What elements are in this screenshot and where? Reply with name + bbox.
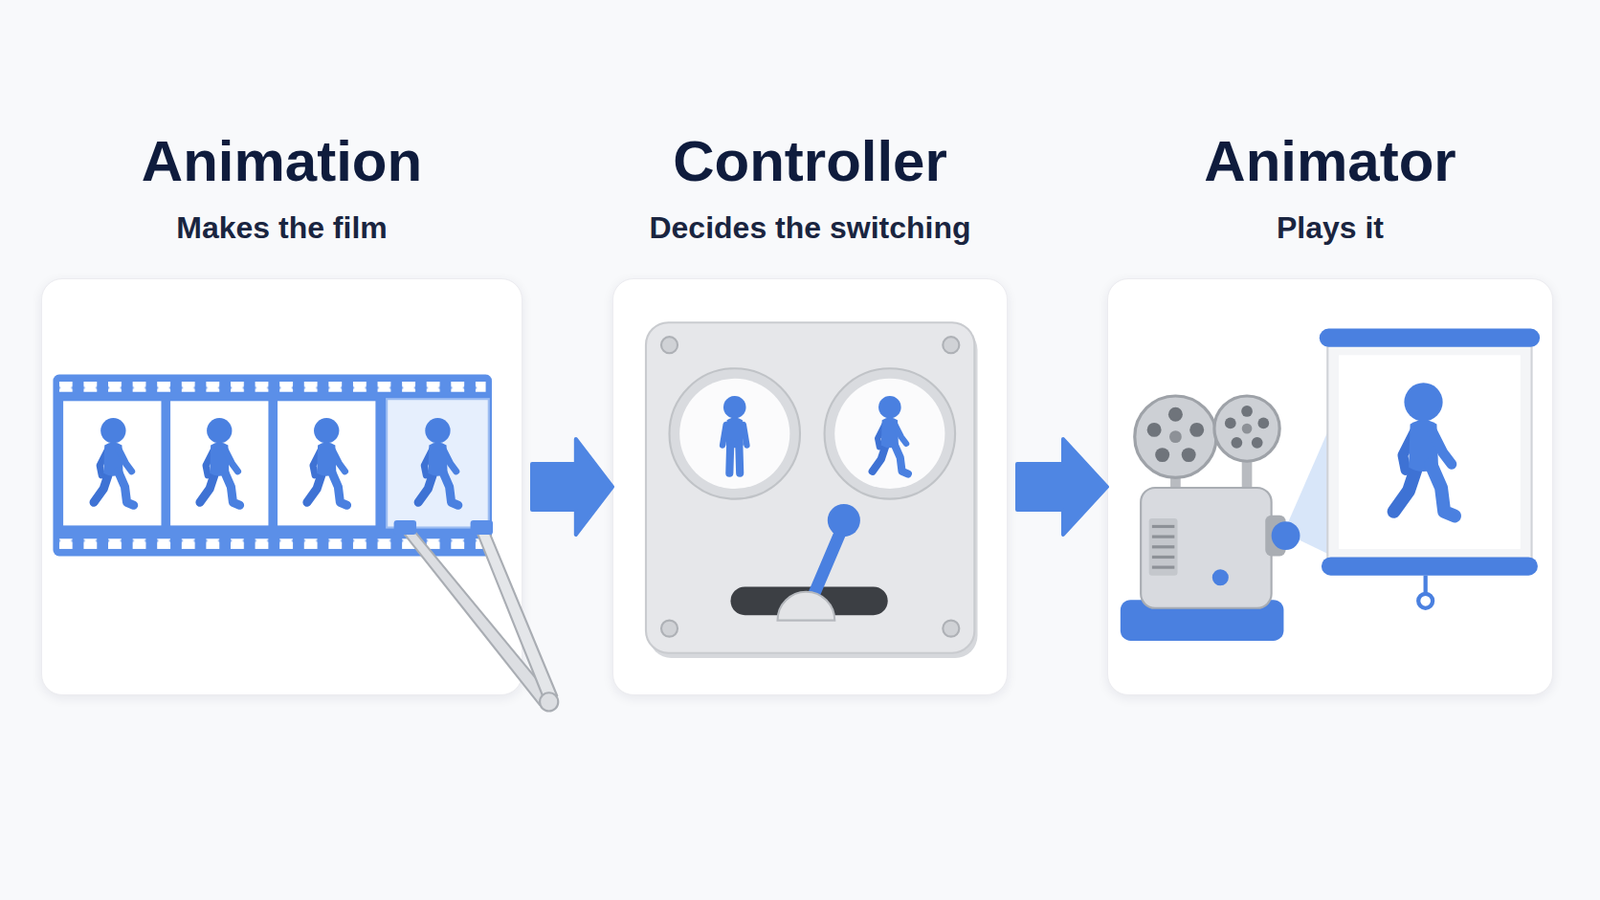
panel-subtitle: Decides the switching bbox=[648, 208, 971, 247]
film-strip bbox=[52, 375, 492, 557]
frame-figure bbox=[93, 418, 134, 506]
projected-figure bbox=[1394, 382, 1455, 516]
projection-screen bbox=[1327, 345, 1532, 560]
stage-panel: AnimatorPlays it bbox=[1107, 278, 1554, 696]
lever-stick bbox=[808, 526, 844, 608]
screw bbox=[942, 621, 959, 638]
reel-hole bbox=[1241, 405, 1253, 418]
reel-hole bbox=[1231, 437, 1244, 449]
projector-knob bbox=[1212, 569, 1229, 586]
reel-hub bbox=[1242, 423, 1253, 435]
flow-arrow bbox=[532, 439, 613, 535]
tweezer-end bbox=[539, 692, 558, 712]
film-frame bbox=[277, 400, 376, 526]
panel-title: Animator bbox=[1203, 128, 1456, 196]
switch-plate bbox=[645, 322, 978, 659]
panel-title: Controller bbox=[648, 128, 971, 196]
tweezer-arm bbox=[475, 529, 557, 705]
screw bbox=[661, 621, 678, 638]
frame-figure bbox=[200, 418, 241, 506]
panel-header: AnimationMakes the film bbox=[141, 128, 423, 247]
film-frame bbox=[170, 400, 268, 526]
screen-bottom-bar bbox=[1321, 556, 1538, 576]
projector-body bbox=[1140, 488, 1271, 609]
reel-hole bbox=[1257, 418, 1269, 430]
metal-plate bbox=[645, 322, 975, 653]
reel-hole bbox=[1189, 422, 1204, 438]
projector-scene bbox=[1120, 329, 1540, 642]
screen-pull-cord bbox=[1423, 576, 1428, 595]
light-beam bbox=[1283, 406, 1339, 560]
reel-hole bbox=[1155, 447, 1170, 463]
reel-hole bbox=[1168, 407, 1183, 423]
tweezer-tip bbox=[470, 520, 493, 535]
film-reel bbox=[1214, 396, 1280, 462]
screen-surface bbox=[1338, 355, 1521, 550]
flow-arrow bbox=[1017, 439, 1108, 535]
state-window bbox=[679, 378, 790, 489]
walk-figure bbox=[872, 396, 909, 475]
film-reel bbox=[1134, 396, 1217, 478]
frame-figure bbox=[307, 418, 348, 506]
tweezers bbox=[394, 520, 559, 712]
vent-line bbox=[1152, 566, 1175, 570]
vent-line bbox=[1152, 555, 1175, 559]
panel-header: AnimatorPlays it bbox=[1203, 128, 1456, 247]
sprocket-row bbox=[59, 538, 487, 550]
screw bbox=[661, 336, 678, 354]
reel-hub bbox=[1169, 430, 1182, 444]
reel-hole bbox=[1224, 418, 1237, 430]
plate-shadow bbox=[648, 328, 978, 659]
film-base bbox=[52, 375, 492, 557]
state-window bbox=[834, 378, 945, 489]
projector-lens bbox=[1271, 521, 1301, 551]
lever-slot bbox=[730, 586, 888, 616]
panel-title: Animation bbox=[141, 128, 423, 196]
tweezer-arm bbox=[400, 529, 553, 706]
reel-hole bbox=[1147, 422, 1162, 438]
stage-panel: ControllerDecides the switching bbox=[612, 278, 1008, 696]
screen-pull-ring bbox=[1418, 594, 1433, 609]
screen-top-bar bbox=[1319, 329, 1540, 348]
film-frame bbox=[63, 400, 161, 526]
tweezer-tip bbox=[394, 520, 417, 535]
panel-header: ControllerDecides the switching bbox=[648, 128, 971, 247]
panel-subtitle: Plays it bbox=[1203, 208, 1456, 247]
reel-hole bbox=[1181, 447, 1197, 463]
idle-figure bbox=[722, 396, 747, 474]
lever-knob bbox=[827, 504, 861, 537]
vent-line bbox=[1152, 545, 1175, 549]
stage-panel: AnimationMakes the film bbox=[41, 278, 523, 696]
projector-vent bbox=[1149, 518, 1178, 577]
state-window-ring bbox=[824, 368, 956, 499]
state-window-ring bbox=[669, 368, 800, 499]
sprocket-row bbox=[59, 381, 487, 393]
projector-base bbox=[1120, 600, 1285, 642]
projector-lens-housing bbox=[1265, 515, 1286, 557]
film-frame-selected bbox=[386, 399, 489, 528]
panel-subtitle: Makes the film bbox=[141, 208, 423, 247]
reel-post bbox=[1242, 459, 1253, 495]
reel-hole bbox=[1251, 437, 1264, 449]
frame-figure bbox=[418, 418, 459, 506]
vent-line bbox=[1152, 535, 1175, 539]
reel-post bbox=[1170, 464, 1181, 495]
vent-line bbox=[1152, 525, 1175, 529]
screw bbox=[942, 336, 959, 354]
lever-base bbox=[777, 592, 836, 622]
